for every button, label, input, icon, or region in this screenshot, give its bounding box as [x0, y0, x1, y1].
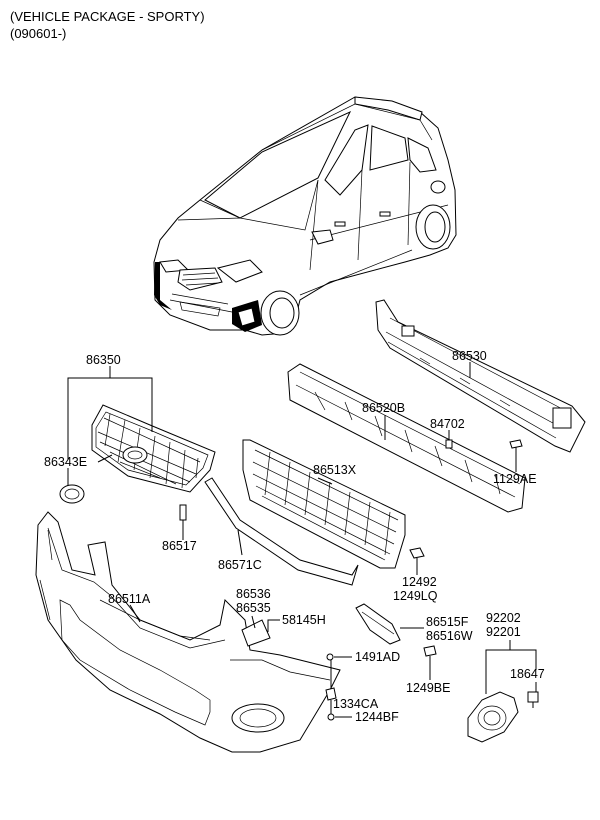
label-92202: 92202 [486, 611, 521, 625]
label-58145H: 58145H [282, 613, 326, 627]
label-1244BF: 1244BF [355, 710, 399, 724]
radiator-grille[interactable] [91, 404, 216, 493]
fog-lamp[interactable] [467, 691, 519, 743]
screw-1249BE[interactable] [423, 645, 437, 666]
energy-absorber[interactable] [287, 363, 526, 513]
label-86536: 86536 [236, 587, 271, 601]
car-illustration [153, 96, 457, 336]
label-86343E: 86343E [44, 455, 87, 469]
label-86350: 86350 [86, 353, 121, 367]
part-labels: 86350 86343E 86517 86571C 86513X 86520B … [44, 349, 545, 724]
label-18647: 18647 [510, 667, 545, 681]
label-86520B: 86520B [362, 401, 405, 415]
label-1249LQ: 1249LQ [393, 589, 438, 603]
label-86517: 86517 [162, 539, 197, 553]
fastener-1334CA[interactable] [325, 687, 337, 701]
label-86571C: 86571C [218, 558, 262, 572]
screw-12492[interactable] [409, 547, 425, 570]
bracket-86535[interactable] [241, 619, 271, 647]
package-title: (VEHICLE PACKAGE - SPORTY) [10, 9, 205, 24]
fastener-1244BF[interactable] [327, 713, 335, 721]
label-86530: 86530 [452, 349, 487, 363]
label-1334CA: 1334CA [333, 697, 379, 711]
leader-lines [67, 362, 537, 718]
label-86511A: 86511A [108, 592, 151, 606]
date-range: (090601-) [10, 26, 67, 41]
bolt-1129AE[interactable] [509, 439, 523, 458]
clip-84702[interactable] [445, 439, 453, 449]
fastener-1491AD[interactable] [326, 653, 334, 661]
clip-86517[interactable] [179, 504, 187, 532]
label-86513X: 86513X [313, 463, 357, 477]
label-1491AD: 1491AD [355, 650, 400, 664]
diagram-header: (VEHICLE PACKAGE - SPORTY) (090601-) [10, 8, 205, 42]
label-1129AE: 1129AE [493, 472, 537, 486]
label-86515F: 86515F [426, 615, 469, 629]
label-1249BE: 1249BE [406, 681, 450, 695]
label-86516W: 86516W [426, 629, 473, 643]
bulb-18647[interactable] [527, 691, 539, 708]
bumper-beam[interactable] [375, 299, 586, 453]
lower-grille[interactable] [242, 439, 406, 569]
emblem[interactable] [59, 484, 85, 504]
garnish-strip[interactable] [204, 477, 359, 586]
label-12492: 12492 [402, 575, 437, 589]
bracket-86515F[interactable] [355, 603, 401, 645]
label-86535: 86535 [236, 601, 271, 615]
label-84702: 84702 [430, 417, 465, 431]
front-bumper-cover[interactable] [35, 511, 341, 753]
label-92201: 92201 [486, 625, 521, 639]
